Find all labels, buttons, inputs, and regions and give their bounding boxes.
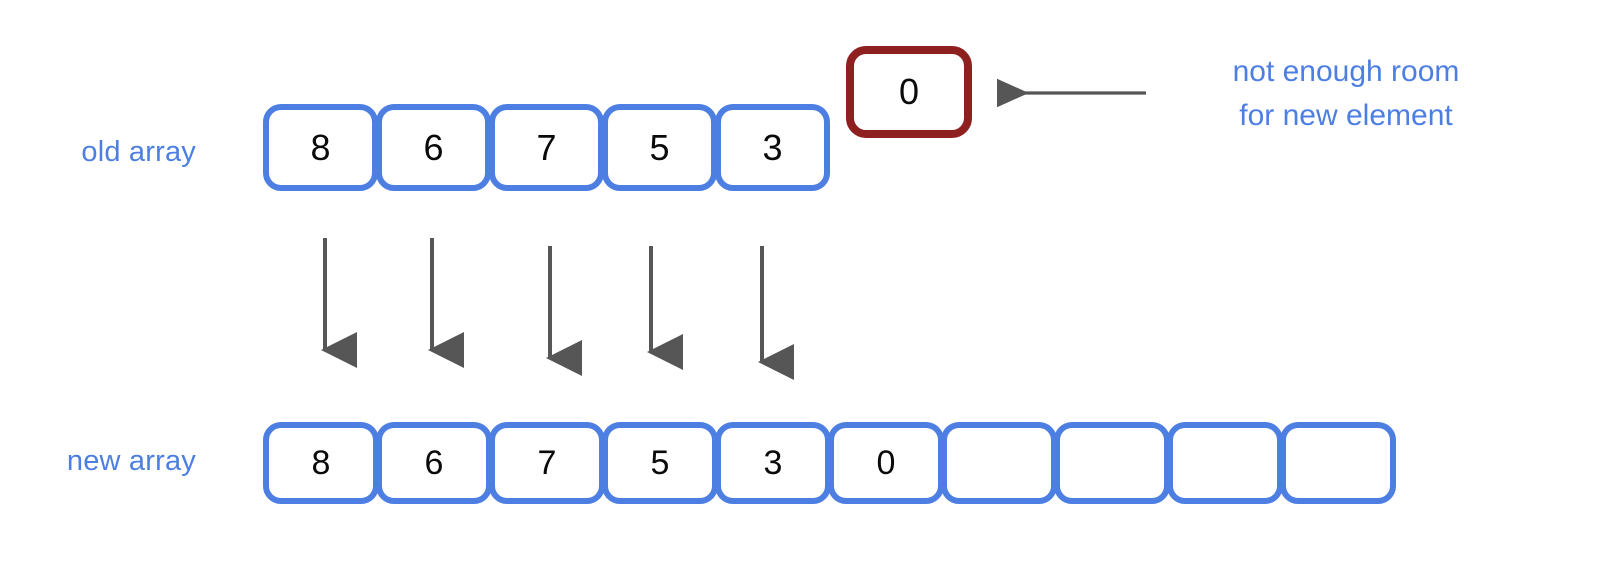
- old-array-cell[interactable]: 6: [376, 104, 491, 191]
- cell-value: 7: [536, 126, 557, 168]
- cell-value: 6: [424, 444, 444, 482]
- overflow-element-cell[interactable]: 0: [846, 46, 972, 138]
- new-array: 8 6 7 5 3 0: [263, 422, 1396, 504]
- old-array-cell[interactable]: 5: [602, 104, 717, 191]
- cell-value: 5: [650, 444, 670, 482]
- new-array-cell[interactable]: 6: [376, 422, 492, 504]
- annotation-line-2: for new element: [1239, 99, 1453, 132]
- cell-value: 7: [537, 444, 557, 482]
- new-array-cell-empty[interactable]: [1167, 422, 1283, 504]
- cell-value: 8: [311, 444, 331, 482]
- old-array-cell[interactable]: 3: [715, 104, 830, 191]
- new-array-cell[interactable]: 7: [489, 422, 605, 504]
- new-array-label: new array: [66, 445, 196, 477]
- old-array: 8 6 7 5 3: [263, 104, 830, 191]
- annotation-line-1: not enough room: [1232, 55, 1460, 88]
- old-array-cell[interactable]: 8: [263, 104, 378, 191]
- new-array-cell-empty[interactable]: [1054, 422, 1170, 504]
- new-array-cell[interactable]: 3: [715, 422, 831, 504]
- cell-value: 3: [763, 444, 783, 482]
- new-array-cell[interactable]: 8: [263, 422, 379, 504]
- cell-value: 6: [423, 126, 444, 168]
- cell-value: 3: [762, 126, 783, 168]
- not-enough-room-annotation: not enough room for new element: [1196, 50, 1496, 138]
- new-array-cell-empty[interactable]: [941, 422, 1057, 504]
- new-array-cell[interactable]: 5: [602, 422, 718, 504]
- cell-value: 5: [649, 126, 670, 168]
- old-array-cell[interactable]: 7: [489, 104, 604, 191]
- cell-value: 0: [898, 71, 920, 112]
- new-array-cell[interactable]: 0: [828, 422, 944, 504]
- cell-value: 0: [876, 444, 896, 482]
- new-array-cell-empty[interactable]: [1280, 422, 1396, 504]
- old-array-label: old array: [81, 136, 196, 168]
- cell-value: 8: [310, 126, 331, 168]
